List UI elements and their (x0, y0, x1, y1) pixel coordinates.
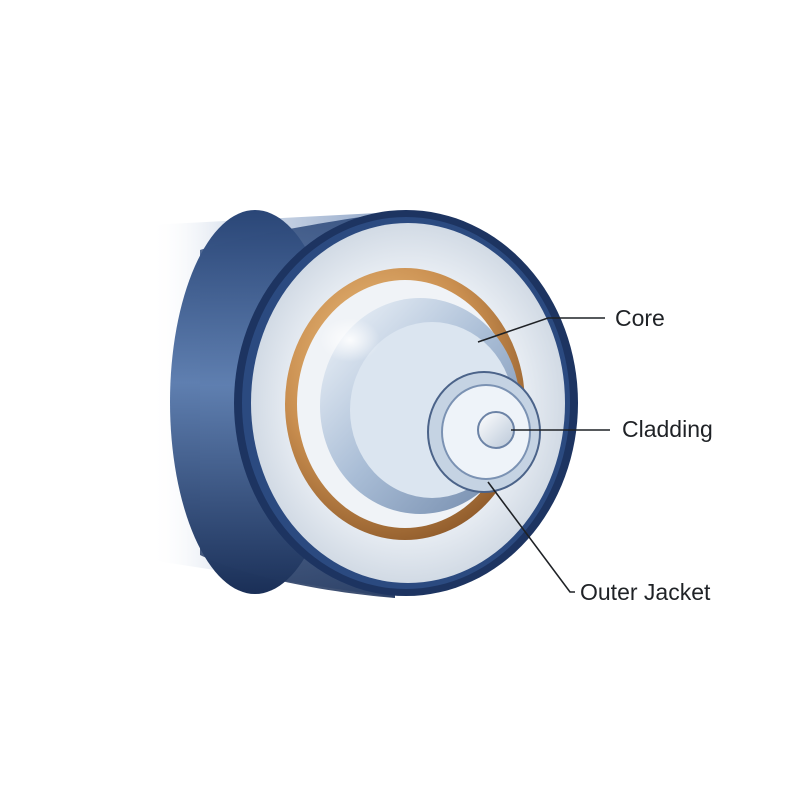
label-outer-jacket: Outer Jacket (580, 579, 711, 605)
label-core: Core (615, 305, 665, 331)
core (478, 412, 514, 448)
label-cladding: Cladding (622, 416, 713, 442)
light-flare (320, 318, 380, 362)
